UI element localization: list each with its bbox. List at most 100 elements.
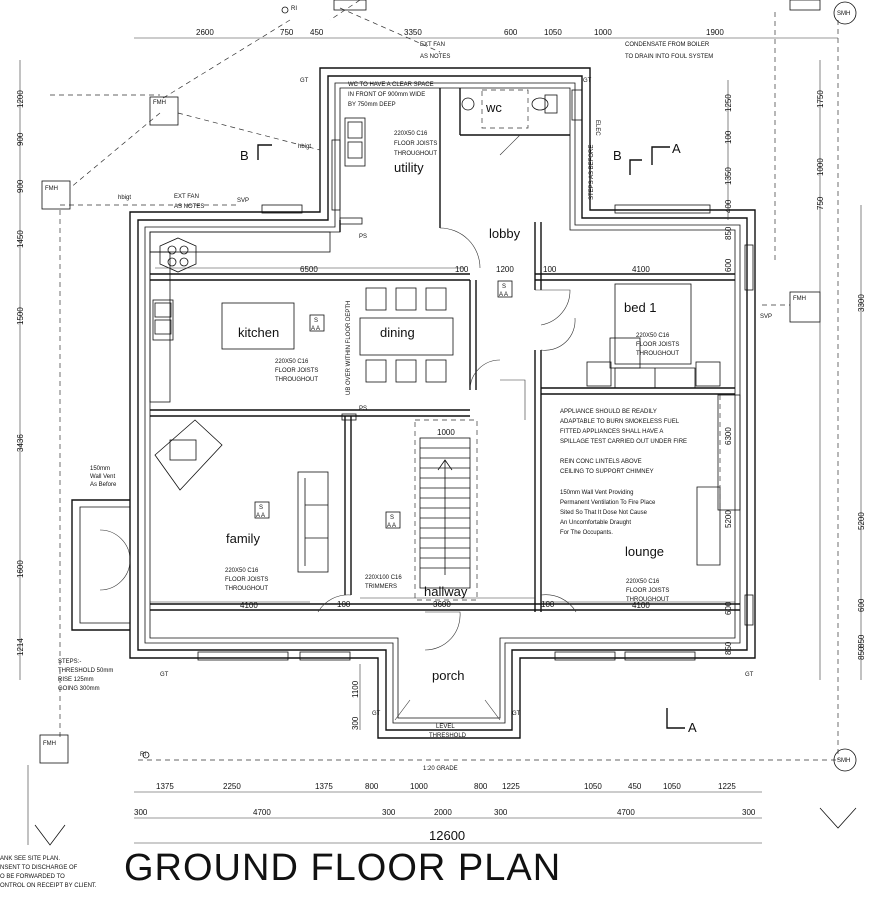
dim-top: 600: [504, 28, 518, 37]
svp-label: SVP: [760, 314, 772, 320]
room-hallway: hallway: [424, 584, 468, 599]
dim-left: 900: [16, 132, 25, 146]
note-wall-vent-lounge: Sited So That It Dose Not Cause: [560, 510, 648, 516]
external-walls: [129, 67, 756, 739]
note-joists-lounge: FLOOR JOISTS: [626, 588, 669, 594]
dim-bottom-1: 1225: [502, 782, 520, 791]
note-appliance: APPLIANCE SHOULD BE READILY: [560, 409, 657, 415]
note-bottom-left: ONTROL ON RECEIPT BY CLIENT.: [0, 883, 97, 889]
section-arrows: [27, 144, 857, 846]
dim-hall-width: 3600: [433, 600, 451, 609]
dim-kitchen-width: 6500: [300, 265, 318, 274]
fmh-label: FMH: [43, 741, 56, 747]
dim-left: 1200: [16, 90, 25, 108]
dim-bed-width: 4100: [632, 265, 650, 274]
note-joists-bed: 220X50 C16: [636, 333, 670, 339]
ext-fan-top: EXT FAN: [420, 42, 445, 48]
bed: [586, 283, 721, 389]
note-steps: RISE 125mm: [58, 677, 94, 683]
note-joists-family: FLOOR JOISTS: [225, 577, 268, 583]
ri-label: RI: [291, 6, 297, 12]
level-label: LEVEL: [436, 724, 455, 730]
ext-fan-left: EXT FAN: [174, 194, 199, 200]
dim-left: 900: [16, 179, 25, 193]
gt-label: GT: [372, 711, 381, 717]
room-kitchen: kitchen: [238, 325, 279, 340]
room-lobby: lobby: [489, 226, 521, 241]
note-appliance: ADAPTABLE TO BURN SMOKELESS FUEL: [560, 419, 680, 425]
alarm-s: S: [502, 284, 506, 290]
dim-right-inner: 600: [724, 258, 733, 272]
dim-100: 100: [541, 600, 555, 609]
dim-top: 450: [310, 28, 324, 37]
note-joists-family: THROUGHOUT: [225, 586, 268, 592]
dim-top: 1000: [594, 28, 612, 37]
svp-label: SVP: [237, 198, 249, 204]
dim-100: 100: [543, 265, 557, 274]
note-lintels: CEILING TO SUPPORT CHIMNEY: [560, 469, 654, 475]
section-b-left: B: [240, 148, 249, 163]
dim-bottom-2: 4700: [253, 808, 271, 817]
dim-top: 1900: [706, 28, 724, 37]
dim-right-inner: 400: [724, 199, 733, 213]
note-joists-lounge: 220X50 C16: [626, 579, 660, 585]
alarm-s: S: [259, 505, 263, 511]
dining-set: [359, 287, 454, 383]
dim-bottom-1: 2250: [223, 782, 241, 791]
dim-right-inner: 850: [724, 226, 733, 240]
note-joists-kitchen: FLOOR JOISTS: [275, 368, 318, 374]
dim-porch-300: 300: [351, 716, 360, 730]
dim-bottom-1: 800: [365, 782, 379, 791]
sofa: [297, 471, 329, 573]
dim-right-outer: 5200: [857, 512, 866, 530]
dim-100: 100: [455, 265, 469, 274]
dim-bottom-1: 450: [628, 782, 642, 791]
dim-bottom-1: 1375: [156, 782, 174, 791]
dim-top: 1050: [544, 28, 562, 37]
dim-right-outer: 850: [857, 646, 866, 660]
dim-right-outer: 1750: [816, 90, 825, 108]
site-lines: [50, 0, 839, 761]
drawing-title: GROUND FLOOR PLAN: [124, 847, 561, 889]
note-wc-clear: BY 750mm DEEP: [348, 102, 396, 108]
ub-over-label: UB OVER WITHIN FLOOR DEPTH: [346, 301, 352, 395]
note-trimmers: 220X100 C16: [365, 575, 402, 581]
room-labels: utility wc lobby kitchen dining bed 1 fa…: [226, 100, 664, 683]
chimney: [696, 394, 741, 566]
dim-bottom-1: 1050: [584, 782, 602, 791]
dim-left: 1600: [16, 560, 25, 578]
room-wc: wc: [485, 100, 502, 115]
dim-right-inner: 600: [724, 601, 733, 615]
note-wall-vent-family: 150mm: [90, 466, 110, 472]
steps-before-label: STEPS AS BEFORE: [589, 145, 595, 200]
dim-bottom-1: 1050: [663, 782, 681, 791]
alarm-aa: A A: [499, 292, 508, 298]
note-joists-utility: THROUGHOUT: [394, 151, 437, 157]
dim-overall: 12600: [429, 828, 465, 843]
note-wall-vent-family: As Before: [90, 482, 117, 488]
gt-label: GT: [512, 711, 521, 717]
alarm-aa: A A: [256, 513, 265, 519]
dim-right-inner: 1350: [724, 167, 733, 185]
dim-lounge-width: 4100: [632, 601, 650, 610]
note-wall-vent-lounge: Permanent Ventilation To Fire Place: [560, 500, 656, 506]
dim-bottom-1: 1375: [315, 782, 333, 791]
dim-bottom-1: 800: [474, 782, 488, 791]
grade-label: 1:20 GRADE: [423, 766, 458, 772]
dimension-lines: [19, 37, 862, 844]
dim-top: 750: [280, 28, 294, 37]
windows: [197, 139, 754, 661]
ext-fan-top-2: AS NOTES: [420, 54, 450, 60]
manholes: [39, 0, 857, 772]
ps-label: PS: [359, 406, 367, 412]
dim-right-inner: 100: [724, 130, 733, 144]
elec-label: ELEC: [594, 120, 600, 136]
note-wc-clear: IN FRONT OF 900mm WIDE: [348, 92, 425, 98]
hbigt-label: hbigt: [298, 144, 311, 150]
dim-bottom-1: 1000: [410, 782, 428, 791]
ps-label: PS: [359, 234, 367, 240]
dim-left: 1450: [16, 230, 25, 248]
